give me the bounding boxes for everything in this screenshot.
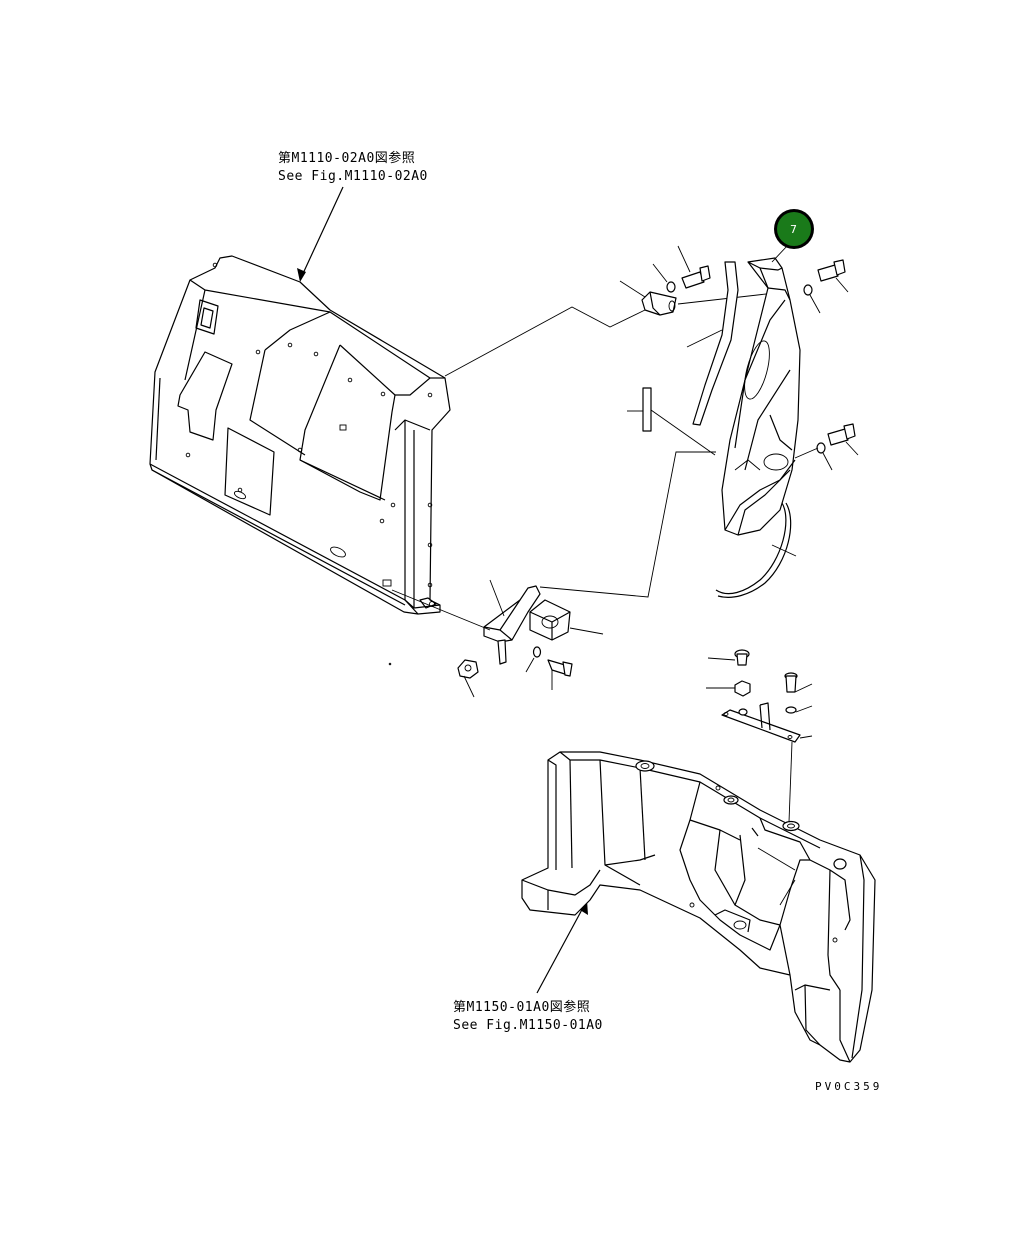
seal-strip-upper (686, 261, 739, 426)
stay-washer (785, 705, 813, 714)
lower-nut (457, 659, 479, 698)
bottom-reference-en: See Fig.M1150-01A0 (453, 1018, 603, 1033)
stay-plate (721, 702, 813, 743)
callout-badge-7[interactable]: 7 (771, 209, 814, 263)
callout-leader (771, 244, 789, 263)
leader-frame-lower (391, 589, 491, 631)
seal-strip-bottom (715, 502, 797, 598)
stay-bolt-right (784, 672, 813, 693)
top-reference-arrow (297, 186, 344, 282)
cover-upper-washer (803, 284, 821, 314)
leader-lower-washer (794, 447, 819, 459)
seal-strip-small (627, 387, 652, 432)
counterweight-assembly (521, 751, 876, 1063)
top-reference-label: 第M1110-02A0図参照 See Fig.M1110-02A0 (278, 150, 428, 184)
cover-lower-washer (816, 442, 833, 471)
upper-washer-left (652, 263, 676, 293)
cover-lower-bolt (827, 423, 859, 456)
bottom-reference-jp: 第M1150-01A0図参照 (453, 999, 590, 1015)
rubber-pad (529, 599, 604, 641)
lower-washer (525, 646, 542, 673)
top-reference-jp: 第M1110-02A0図参照 (278, 150, 415, 166)
cover-upper-bolt (817, 259, 849, 293)
bottom-reference-label: 第M1150-01A0図参照 See Fig.M1150-01A0 (453, 999, 603, 1033)
drawing-code: PV0C359 (815, 1080, 882, 1093)
cab-frame-assembly (149, 255, 451, 615)
callout-fill (777, 212, 811, 246)
leader-frame-upper (444, 306, 646, 377)
upper-bracket (619, 280, 677, 316)
upper-bolt-left (677, 245, 711, 289)
leader-cover-lower (539, 451, 716, 598)
stay-bolt-top (707, 649, 750, 666)
stay-nut (706, 680, 751, 697)
side-cover-panel (721, 257, 801, 536)
top-reference-en: See Fig.M1110-02A0 (278, 169, 428, 184)
callout-number: 7 (790, 223, 797, 236)
lower-bolt (547, 659, 573, 690)
leader-stay-to-counterweight (788, 741, 793, 823)
lower-bracket (483, 579, 541, 665)
leader-small-strip (650, 409, 716, 456)
